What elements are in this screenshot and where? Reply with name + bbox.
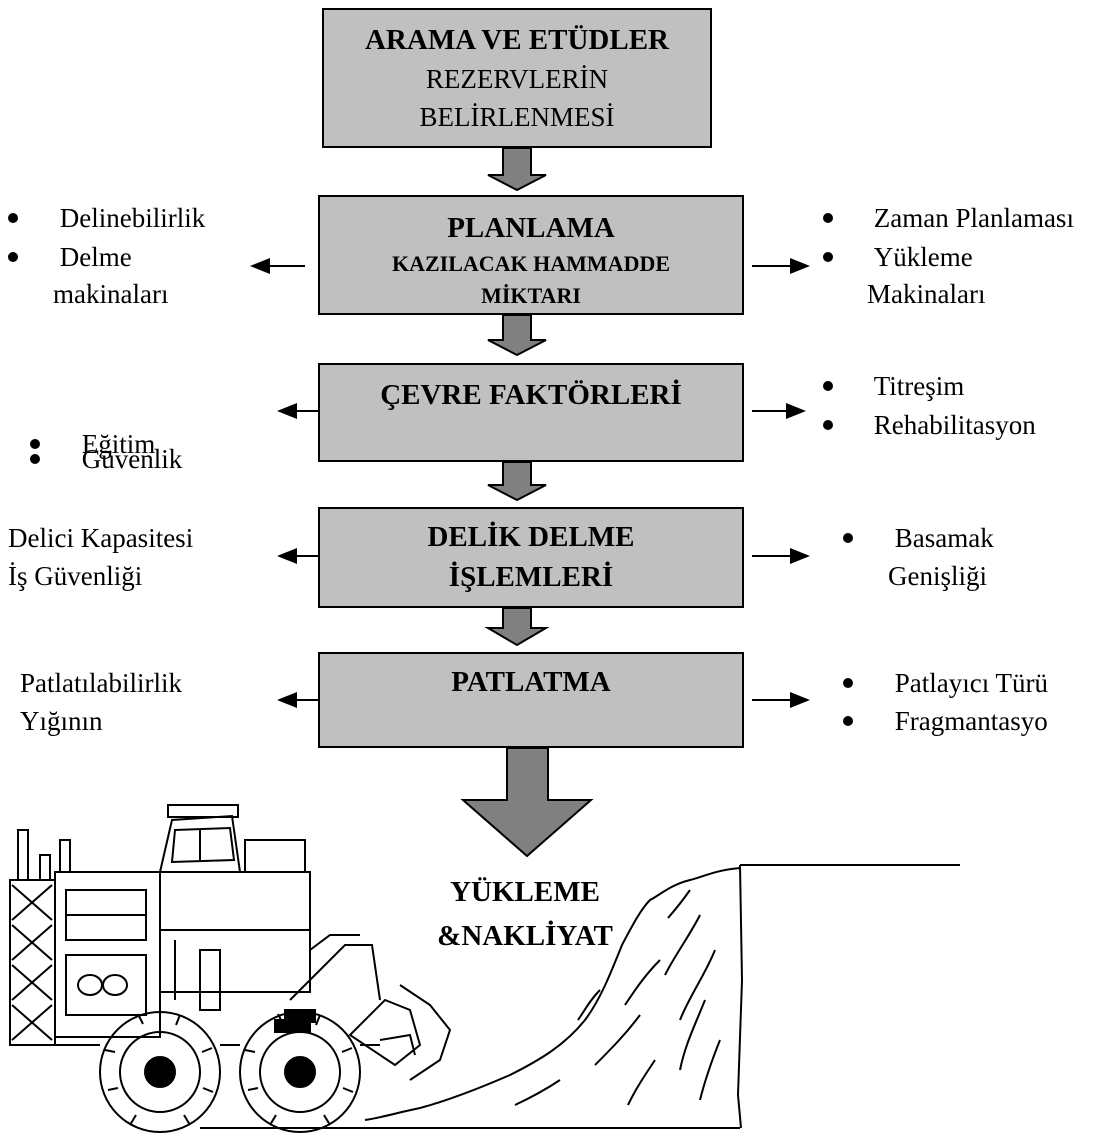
bullet-icon [8, 212, 18, 223]
planlama-right-item-1: Zaman Planlaması [823, 200, 1074, 237]
delik-right-text-2: Genişliği [888, 561, 987, 591]
muck-pile-illustration [200, 864, 960, 1129]
down-arrow-big [460, 747, 594, 858]
delik-right-item-1: Basamak [843, 520, 994, 557]
down-arrow-4 [484, 607, 550, 647]
planlama-left-text-3: makinaları [53, 279, 169, 309]
box-arama-line2: BELİRLENMESİ [419, 102, 615, 132]
cevre-right-text-1: Titreşim [873, 371, 965, 401]
planlama-left-text-2: Delme [59, 242, 132, 272]
box-delik-line1: DELİK DELME [427, 521, 635, 553]
arrow-left-cevre [277, 403, 320, 419]
bullet-icon [823, 212, 833, 223]
down-arrow-3 [487, 461, 547, 502]
box-planlama-line1: KAZILACAK HAMMADDE [391, 251, 671, 276]
patlatma-left-text-2: Yığının [20, 706, 103, 736]
bullet-icon [843, 715, 853, 726]
cevre-left-item-2b: Güvenlik [30, 441, 182, 478]
box-patlatma-title: PATLATMA [451, 666, 611, 698]
planlama-left-item-2: Delme [8, 239, 132, 276]
patlatma-right-text-1: Patlayıcı Türü [894, 668, 1048, 698]
final-line-1: YÜKLEME [450, 876, 600, 908]
wheel-loader-illustration [9, 804, 452, 1133]
box-planlama-title: PLANLAMA [447, 212, 615, 244]
bullet-icon [823, 380, 833, 391]
planlama-right-text-2: Yükleme [873, 242, 973, 272]
cevre-left-item-1: Eğitim [30, 426, 155, 463]
arrow-right-planlama [752, 258, 810, 274]
arrow-right-delik [752, 548, 810, 564]
cevre-right-text-2: Rehabilitasyon [873, 410, 1036, 440]
planlama-right-text-1: Zaman Planlaması [873, 203, 1074, 233]
cevre-right-item-1: Titreşim [823, 368, 964, 405]
patlatma-left-text-1: Patlatılabilirlik [20, 668, 182, 698]
bullet-icon [843, 677, 853, 688]
patlatma-right-item-1: Patlayıcı Türü [843, 665, 1048, 702]
planlama-left-text-1: Delinebilirlik [59, 203, 206, 233]
arrow-right-cevre [752, 403, 806, 419]
bullet-icon [843, 532, 853, 543]
down-arrow-1 [487, 147, 547, 192]
box-delik-line2: İŞLEMLERİ [448, 561, 614, 593]
bullet-icon [30, 438, 40, 449]
planlama-left-item-1: Delinebilirlik [8, 200, 205, 237]
cevre-right-item-2: Rehabilitasyon [823, 407, 1036, 444]
down-arrow-2 [487, 314, 547, 357]
box-cevre-title: ÇEVRE FAKTÖRLERİ [380, 379, 682, 411]
delik-right-text-1: Basamak [894, 523, 994, 553]
cevre-left-text-2: Güvenlik [81, 444, 183, 474]
planlama-right-text-3: Makinaları [867, 279, 986, 309]
cevre-left-text-1: Eğitim [81, 429, 156, 459]
arrow-right-patlatma [752, 692, 810, 708]
final-line-2: &NAKLİYAT [437, 920, 613, 952]
box-arama-ve-etudler: ARAMA VE ETÜDLER REZERVLERİN BELİRLENMES… [322, 8, 712, 148]
bullet-icon [823, 419, 833, 430]
box-planlama-line2: MİKTARI [481, 283, 581, 308]
box-delik-delme: DELİK DELME İŞLEMLERİ [318, 507, 744, 608]
patlatma-right-text-2: Fragmantasyo [894, 706, 1048, 736]
bullet-icon [30, 453, 40, 464]
arrow-left-patlatma [277, 692, 320, 708]
box-cevre-faktorleri: ÇEVRE FAKTÖRLERİ [318, 363, 744, 462]
box-arama-line1: REZERVLERİN [425, 64, 609, 94]
patlatma-right-item-2: Fragmantasyo [843, 703, 1048, 740]
box-arama-title: ARAMA VE ETÜDLER [364, 24, 669, 56]
bullet-icon [823, 251, 833, 262]
arrow-left-planlama [250, 258, 305, 274]
delik-left-text-1: Delici Kapasitesi [8, 523, 194, 553]
delik-left-text-2: İş Güvenliği [8, 561, 143, 591]
planlama-right-item-2: Yükleme [823, 239, 973, 276]
box-patlatma: PATLATMA [318, 652, 744, 748]
arrow-left-delik [277, 548, 320, 564]
final-stage-label: YÜKLEME &NAKLİYAT [385, 870, 665, 958]
box-planlama: PLANLAMA KAZILACAK HAMMADDE MİKTARI [318, 195, 744, 315]
bullet-icon [8, 251, 18, 262]
